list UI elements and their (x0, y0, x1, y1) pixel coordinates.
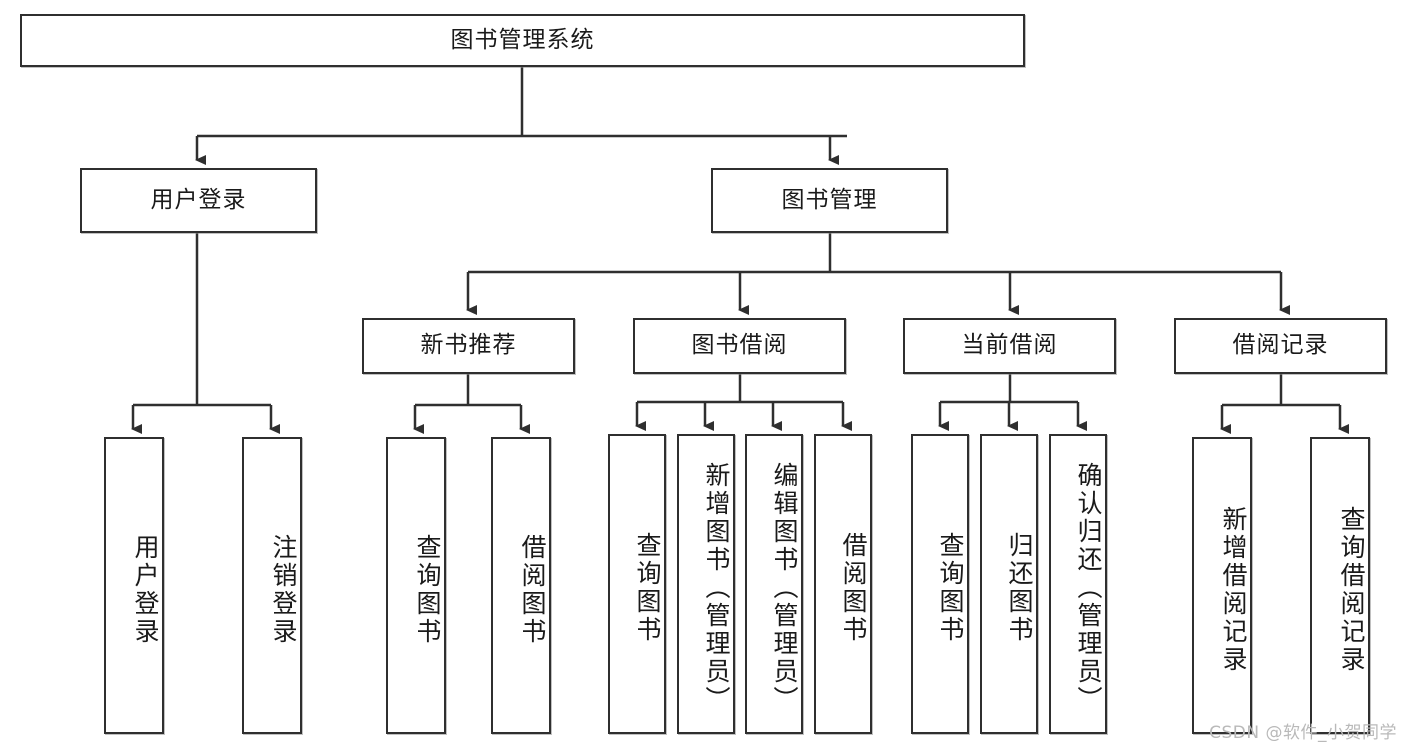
node-label: 确认归还（管理员） (1074, 462, 1103, 714)
node-label: 注销登录 (269, 533, 298, 646)
node-leaf-query-borrow-record[interactable]: 查询借阅记录 (1310, 437, 1370, 734)
node-leaf-query-book-1[interactable]: 查询图书 (386, 437, 446, 734)
node-leaf-logout[interactable]: 注销登录 (242, 437, 302, 734)
node-leaf-confirm-return[interactable]: 确认归还（管理员） (1049, 434, 1107, 734)
node-current-borrowing[interactable]: 当前借阅 (903, 318, 1116, 374)
node-label: 新增借阅记录 (1219, 505, 1248, 674)
node-label: 图书管理系统 (450, 26, 595, 53)
node-leaf-borrow-book-2[interactable]: 借阅图书 (814, 434, 872, 734)
node-leaf-query-book-2[interactable]: 查询图书 (608, 434, 666, 734)
node-borrowing-records[interactable]: 借阅记录 (1174, 318, 1387, 374)
node-book-management[interactable]: 图书管理 (711, 168, 948, 233)
node-label: 新增图书（管理员） (702, 462, 731, 714)
node-root-book-management-system[interactable]: 图书管理系统 (20, 14, 1025, 67)
node-label: 用户登录 (150, 186, 247, 213)
node-new-book-recommendation[interactable]: 新书推荐 (362, 318, 575, 374)
node-label: 归还图书 (1005, 532, 1034, 644)
node-label: 新书推荐 (420, 332, 517, 359)
node-label: 查询图书 (936, 532, 965, 644)
node-label: 查询借阅记录 (1337, 505, 1366, 674)
node-leaf-add-borrow-record[interactable]: 新增借阅记录 (1192, 437, 1252, 734)
node-label: 借阅图书 (518, 533, 547, 646)
csdn-watermark: CSDN @软件_小贺同学 (1209, 723, 1397, 743)
node-label: 图书管理 (781, 186, 878, 213)
node-label: 编辑图书（管理员） (770, 462, 799, 714)
node-leaf-query-book-3[interactable]: 查询图书 (911, 434, 969, 734)
node-label: 查询图书 (633, 532, 662, 644)
node-label: 借阅图书 (839, 532, 868, 644)
node-leaf-user-login[interactable]: 用户登录 (104, 437, 164, 734)
node-leaf-return-book[interactable]: 归还图书 (980, 434, 1038, 734)
node-label: 用户登录 (131, 533, 160, 646)
node-leaf-borrow-book-1[interactable]: 借阅图书 (491, 437, 551, 734)
node-user-login[interactable]: 用户登录 (80, 168, 317, 233)
node-label: 图书借阅 (691, 332, 788, 359)
node-label: 查询图书 (413, 533, 442, 646)
node-leaf-add-book[interactable]: 新增图书（管理员） (677, 434, 735, 734)
node-label: 借阅记录 (1232, 332, 1329, 359)
node-label: 当前借阅 (961, 332, 1058, 359)
node-leaf-edit-book[interactable]: 编辑图书（管理员） (745, 434, 803, 734)
node-book-borrowing[interactable]: 图书借阅 (633, 318, 846, 374)
